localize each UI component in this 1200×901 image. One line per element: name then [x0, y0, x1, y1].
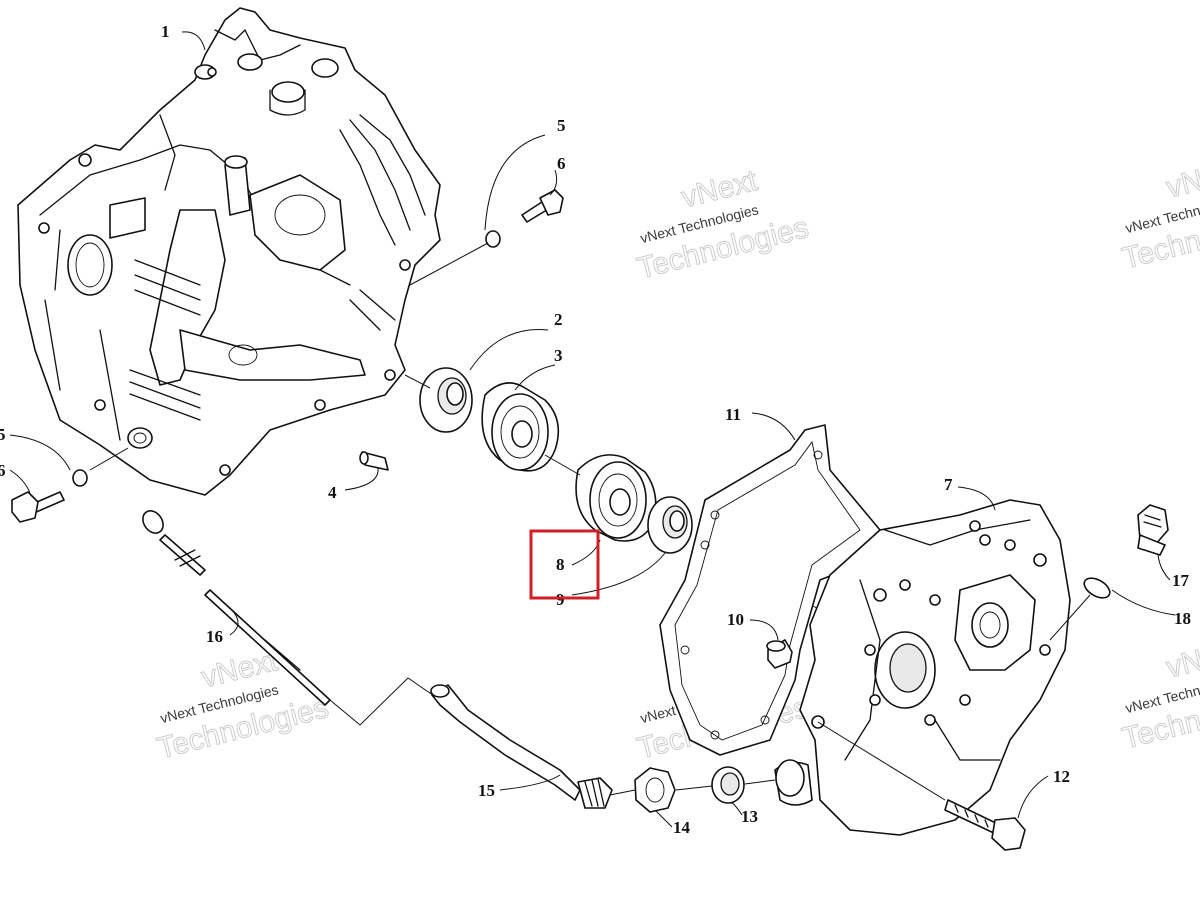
callout-17: 17 [1172, 571, 1190, 590]
callout-4: 4 [328, 483, 337, 502]
dipstick-tube-15 [430, 684, 636, 809]
callout-10: 10 [727, 610, 744, 629]
callout-16: 16 [206, 627, 223, 646]
callout-2: 2 [554, 310, 563, 329]
oil-seal-9 [647, 496, 693, 554]
bolt-12 [817, 721, 1026, 851]
o-ring-18 [1049, 577, 1111, 641]
callout-7: 7 [944, 475, 953, 494]
callout-5-upper: 5 [557, 116, 566, 135]
dowel-pin [359, 451, 389, 471]
gasket [659, 424, 881, 756]
bearing-8 [575, 454, 657, 542]
callout-6-upper: 6 [557, 154, 566, 173]
watermark-text: vNext [1163, 154, 1200, 205]
seal-13 [711, 766, 745, 804]
callout-5-left: 5 [0, 425, 6, 444]
drain-plug-17 [1137, 504, 1169, 556]
callout-15: 15 [478, 781, 495, 800]
highlight-box-callout-8 [529, 529, 600, 600]
dipstick-16 [142, 510, 331, 706]
callout-labels: 1 2 3 4 5 5 6 6 7 8 9 10 11 12 13 14 15 … [0, 22, 1191, 837]
callout-1: 1 [161, 22, 170, 41]
nut-14 [634, 767, 676, 813]
callout-14: 14 [673, 818, 691, 837]
dowel-10 [766, 639, 793, 669]
callout-11: 11 [725, 405, 741, 424]
dipstick-axis-line [329, 677, 441, 726]
watermark-text: vNext [1163, 634, 1200, 685]
axis-line-13 [675, 779, 776, 791]
callout-3: 3 [554, 346, 563, 365]
bolt-6-left [11, 447, 129, 523]
bolt-6-upper [409, 189, 564, 286]
callout-18: 18 [1174, 609, 1191, 628]
crankcase-main [17, 7, 441, 496]
callout-13: 13 [741, 807, 758, 826]
callout-6-left: 6 [0, 461, 6, 480]
oil-seal-2 [419, 367, 473, 433]
callout-12: 12 [1053, 767, 1070, 786]
callout-8: 8 [556, 555, 565, 574]
leader-lines [9, 31, 1176, 828]
bearing-3 [481, 382, 560, 472]
crankcase-cover [774, 499, 1071, 836]
